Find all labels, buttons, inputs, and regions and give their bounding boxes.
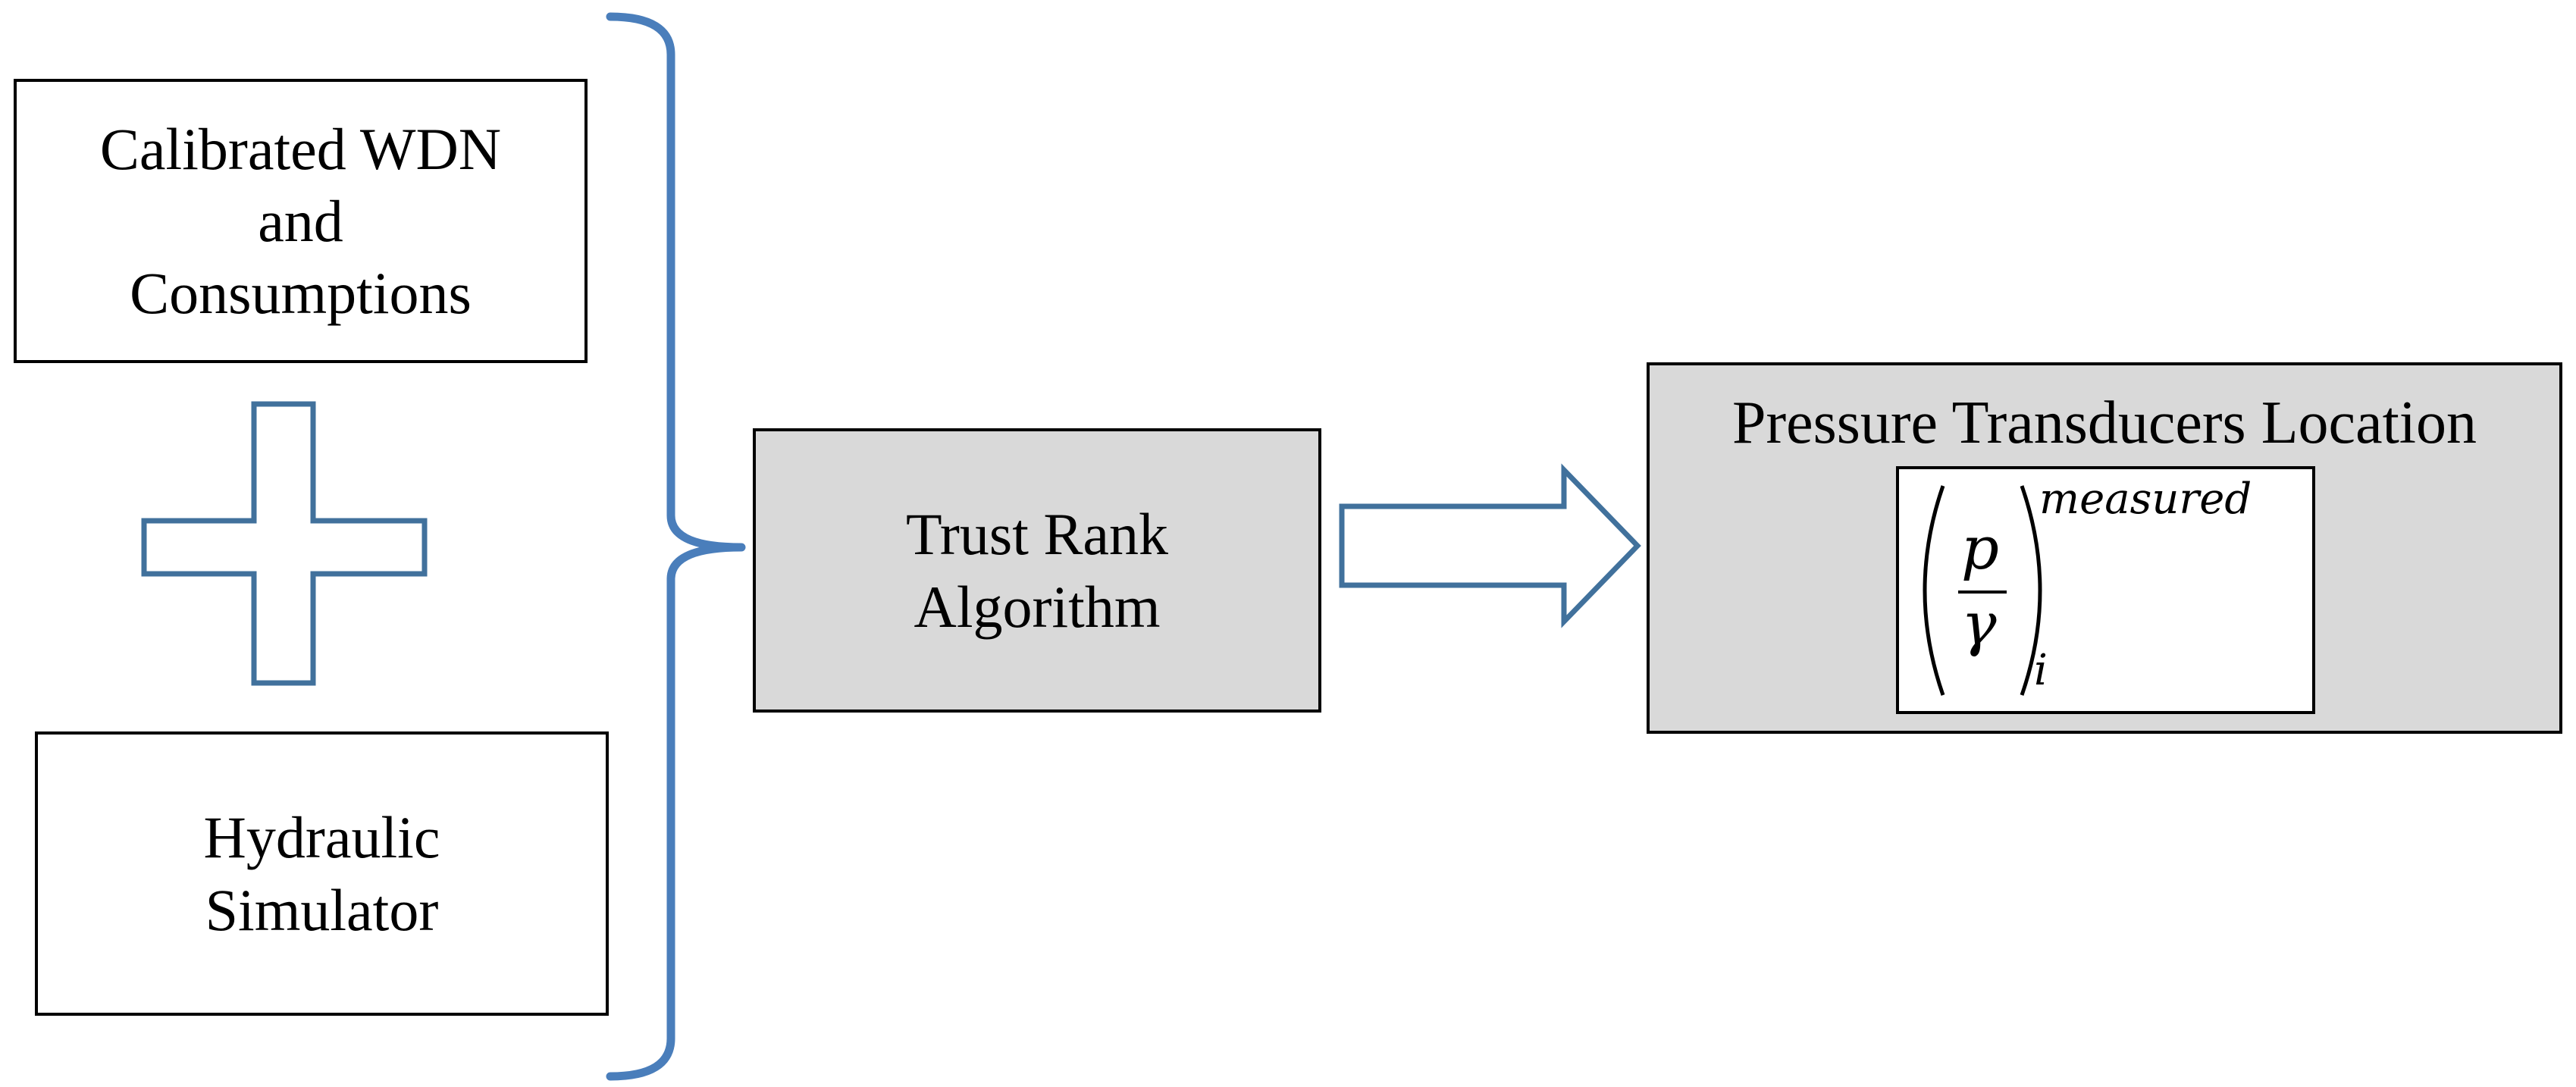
left-paren xyxy=(1923,485,1945,696)
wdn-line-3: Consumptions xyxy=(130,260,472,327)
output-title: Pressure Transducers Location xyxy=(1731,390,2477,456)
right-paren xyxy=(2020,485,2042,696)
wdn-line-2: and xyxy=(258,187,343,254)
calibrated-wdn-box: Calibrated WDN and Consumptions xyxy=(14,79,588,363)
trust-rank-algorithm-box: Trust Rank Algorithm xyxy=(753,428,1321,713)
sim-line-1: Hydraulic xyxy=(203,804,440,871)
formula-numerator: p xyxy=(1961,515,1999,583)
trust-line-2: Algorithm xyxy=(914,573,1161,640)
sim-line-2: Simulator xyxy=(205,876,439,943)
trust-line-1: Trust Rank xyxy=(905,501,1169,568)
formula-subscript: i xyxy=(2034,646,2048,695)
formula-denominator: γ xyxy=(1961,590,1997,659)
hydraulic-simulator-box: Hydraulic Simulator xyxy=(35,731,609,1016)
plus-icon xyxy=(141,401,428,686)
formula-brackets xyxy=(1923,485,2042,696)
curly-brace xyxy=(606,12,746,1081)
wdn-line-1: Calibrated WDN xyxy=(99,115,502,182)
formula-superscript: measured xyxy=(2039,475,2252,524)
pressure-transducers-location-box: Pressure Transducers Location p γ measur… xyxy=(1647,362,2562,734)
formula-box: p γ measured i xyxy=(1896,466,2315,714)
right-arrow-icon xyxy=(1339,463,1641,628)
